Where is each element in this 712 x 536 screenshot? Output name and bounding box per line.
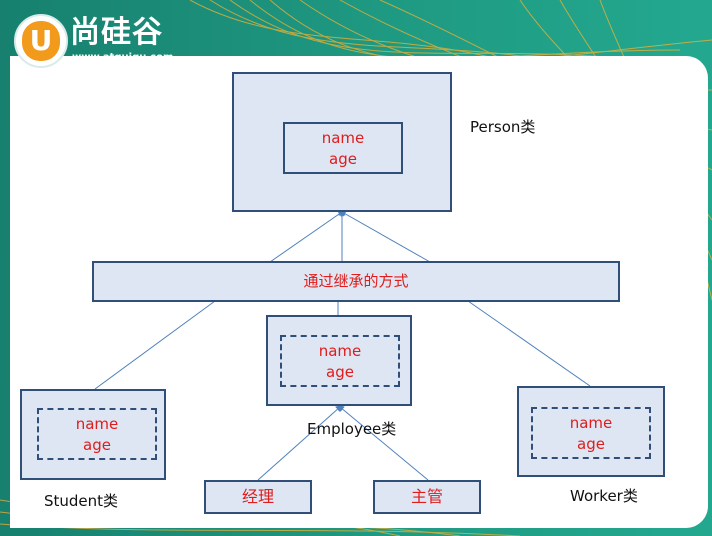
- person-class-box: name age: [232, 72, 452, 212]
- student-field-name: name: [75, 415, 119, 433]
- logo-brand-name: 尚硅谷: [70, 15, 163, 50]
- worker-field-name: name: [569, 414, 613, 432]
- worker-class-box: name age: [517, 386, 665, 477]
- employee-field-name: name: [318, 342, 362, 360]
- supervisor-label: 主管: [410, 487, 443, 506]
- manager-label: 经理: [241, 487, 274, 506]
- inheritance-label: 通过继承的方式: [303, 272, 409, 290]
- employee-class-box: name age: [266, 315, 412, 406]
- worker-field-age: age: [577, 435, 605, 453]
- student-field-age: age: [83, 436, 111, 454]
- logo-badge: U: [14, 14, 68, 68]
- worker-fields-box: name age: [531, 407, 651, 459]
- person-fields-box: name age: [283, 122, 403, 174]
- employee-class-label: Employee类: [307, 420, 397, 438]
- logo-url: www.atguigu.com: [72, 52, 174, 63]
- employee-fields-box: name age: [280, 335, 400, 387]
- person-class-label: Person类: [470, 118, 536, 136]
- worker-class-label: Worker类: [570, 487, 638, 505]
- supervisor-class-box: 主管: [373, 480, 481, 514]
- brand-logo: U 尚硅谷 www.atguigu.com: [14, 14, 184, 68]
- student-fields-box: name age: [37, 408, 157, 460]
- student-class-label: Student类: [44, 492, 119, 510]
- logo-u-mark: U: [22, 21, 60, 61]
- student-class-box: name age: [20, 389, 166, 480]
- inheritance-bar: 通过继承的方式: [92, 261, 620, 302]
- employee-field-age: age: [326, 363, 354, 381]
- person-field-name: name: [321, 129, 365, 147]
- manager-class-box: 经理: [204, 480, 312, 514]
- person-field-age: age: [329, 150, 357, 168]
